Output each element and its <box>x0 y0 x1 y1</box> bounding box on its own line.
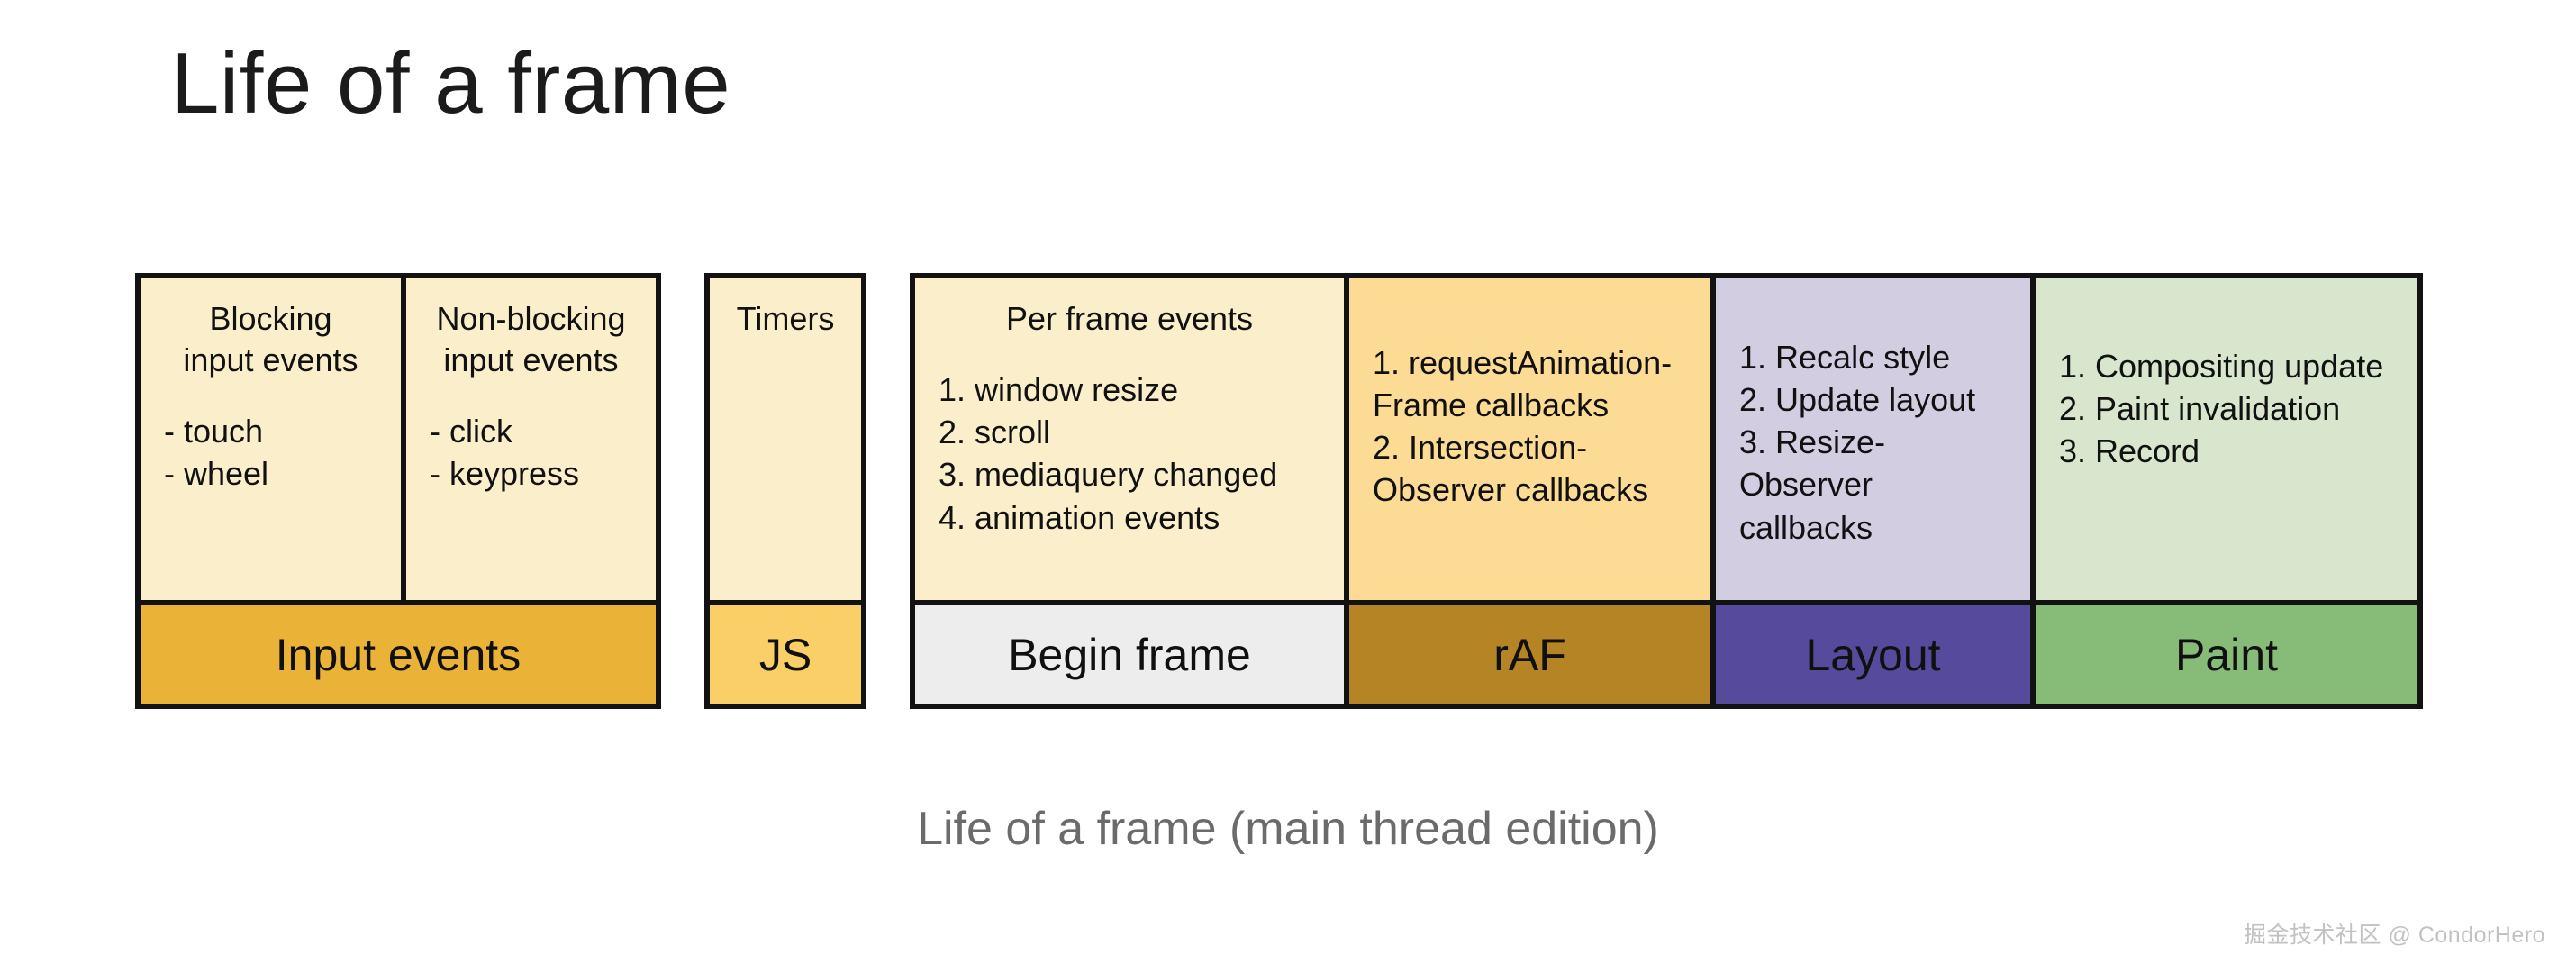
list-item: 3. mediaquery changed <box>939 456 1278 494</box>
list-item: - touch <box>164 413 264 450</box>
non-blocking-input-events-heading: Non-blocking input events <box>436 300 626 379</box>
raf-callbacks-list: 1. requestAnimation- Frame callbacks 2. … <box>1373 341 1687 512</box>
list-item: 2. Paint invalidation <box>2059 390 2341 428</box>
cell-timers: Timers <box>710 278 861 600</box>
stage-input-events: Input events <box>141 605 656 704</box>
per-frame-events-list: 1. window resize 2. scroll 3. mediaquery… <box>939 368 1320 539</box>
page-title: Life of a frame <box>171 35 731 132</box>
group-frame-pipeline: Per frame events 1. window resize 2. scr… <box>910 273 2423 709</box>
list-item: 3. Resize- Observer callbacks <box>1739 423 1886 546</box>
list-item: 1. requestAnimation- Frame callbacks <box>1373 344 1673 424</box>
group-timers-bottom: JS <box>710 600 861 704</box>
group-input-events-top: Blocking input events - touch - wheel No… <box>141 278 656 600</box>
group-timers-top: Timers <box>710 278 861 600</box>
cell-layout-steps: 1. Recalc style 2. Update layout 3. Resi… <box>1710 278 2030 600</box>
layout-steps-list: 1. Recalc style 2. Update layout 3. Resi… <box>1739 336 2007 549</box>
stage-layout-label: Layout <box>1805 629 1941 680</box>
per-frame-events-heading: Per frame events <box>1005 300 1254 337</box>
list-item: - wheel <box>164 455 269 493</box>
cell-raf-callbacks: 1. requestAnimation- Frame callbacks 2. … <box>1344 278 1710 600</box>
list-item: 2. Intersection- Observer callbacks <box>1373 429 1649 509</box>
list-item: 1. Recalc style <box>1739 339 1951 376</box>
group-frame-pipeline-bottom: Begin frame rAF Layout Paint <box>915 600 2417 704</box>
stage-begin-frame: Begin frame <box>915 605 1344 704</box>
stage-js: JS <box>710 605 861 704</box>
frame-lifecycle-diagram: Blocking input events - touch - wheel No… <box>135 273 2423 709</box>
stage-raf-label: rAF <box>1493 629 1566 680</box>
stage-input-events-label: Input events <box>275 629 522 680</box>
diagram-caption: Life of a frame (main thread edition) <box>917 803 1659 855</box>
group-input-events: Blocking input events - touch - wheel No… <box>135 273 661 709</box>
blocking-input-events-list: - touch - wheel <box>164 410 377 495</box>
list-item: 4. animation events <box>939 498 1220 536</box>
watermark: 掘金技术社区 @ CondorHero <box>2244 923 2545 948</box>
stage-paint: Paint <box>2030 605 2417 704</box>
stage-begin-frame-label: Begin frame <box>1008 629 1251 680</box>
group-input-events-bottom: Input events <box>141 600 656 704</box>
cell-blocking-input-events: Blocking input events - touch - wheel <box>141 278 401 600</box>
group-timers: Timers JS <box>704 273 866 709</box>
list-item: 1. Compositing update <box>2059 348 2384 385</box>
list-item: 2. scroll <box>939 414 1051 451</box>
list-item: - click <box>430 413 512 450</box>
stage-paint-label: Paint <box>2175 629 2278 680</box>
paint-steps-list: 1. Compositing update 2. Paint invalidat… <box>2059 345 2394 472</box>
list-item: 2. Update layout <box>1739 381 1976 419</box>
list-item: 3. Record <box>2059 432 2200 470</box>
list-item: 1. window resize <box>939 371 1179 409</box>
stage-raf: rAF <box>1344 605 1710 704</box>
cell-per-frame-events: Per frame events 1. window resize 2. scr… <box>915 278 1344 600</box>
stage-js-label: JS <box>758 629 812 680</box>
timers-heading: Timers <box>736 300 835 337</box>
non-blocking-input-events-list: - click - keypress <box>430 410 632 495</box>
list-item: - keypress <box>430 455 580 493</box>
cell-paint-steps: 1. Compositing update 2. Paint invalidat… <box>2030 278 2417 600</box>
blocking-input-events-heading: Blocking input events <box>183 300 358 379</box>
group-frame-pipeline-top: Per frame events 1. window resize 2. scr… <box>915 278 2417 600</box>
stage-layout: Layout <box>1710 605 2030 704</box>
cell-non-blocking-input-events: Non-blocking input events - click - keyp… <box>401 278 656 600</box>
